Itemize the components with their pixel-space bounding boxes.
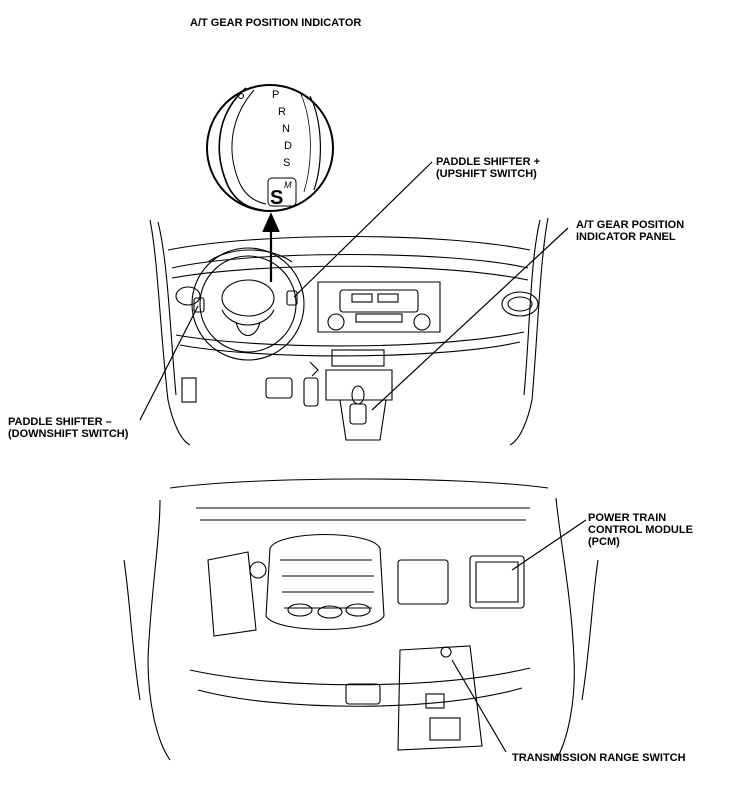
leader-lines [139, 161, 587, 753]
label-paddle-downshift-line1: PADDLE SHIFTER – [8, 416, 112, 428]
indicator-manual-mark: M [284, 180, 292, 190]
label-pcm-line2: CONTROL MODULE [588, 524, 693, 536]
engine-bay-drawing [123, 478, 599, 761]
label-pcm-line3: (PCM) [588, 536, 620, 548]
indicator-r: R [278, 106, 286, 118]
indicator-d: D [284, 140, 292, 152]
label-indicator-panel-line2: INDICATOR PANEL [576, 231, 676, 243]
indicator-s: S [283, 157, 290, 169]
label-paddle-upshift-line2: (UPSHIFT SWITCH) [436, 168, 537, 180]
label-paddle-downshift-line2: (DOWNSHIFT SWITCH) [8, 428, 129, 440]
indicator-p: P [272, 89, 279, 101]
label-paddle-downshift: PADDLE SHIFTER – (DOWNSHIFT SWITCH) [8, 416, 128, 440]
dashboard-drawing [149, 217, 549, 446]
label-pcm-line1: POWER TRAIN [588, 512, 667, 524]
label-paddle-upshift-line1: PADDLE SHIFTER + [436, 156, 541, 168]
label-indicator-panel: A/T GEAR POSITION INDICATOR PANEL [576, 219, 684, 243]
label-range-switch: TRANSMISSION RANGE SWITCH [512, 752, 686, 764]
indicator-magnifier: P R N D S M S [206, 84, 334, 212]
label-paddle-upshift: PADDLE SHIFTER + (UPSHIFT SWITCH) [436, 156, 540, 180]
label-indicator-panel-line1: A/T GEAR POSITION [576, 219, 685, 231]
diagram-title: A/T GEAR POSITION INDICATOR [190, 17, 362, 29]
indicator-n: N [282, 123, 290, 135]
indicator-sequential-mark: S [270, 187, 283, 209]
label-pcm: POWER TRAIN CONTROL MODULE (PCM) [588, 512, 693, 548]
